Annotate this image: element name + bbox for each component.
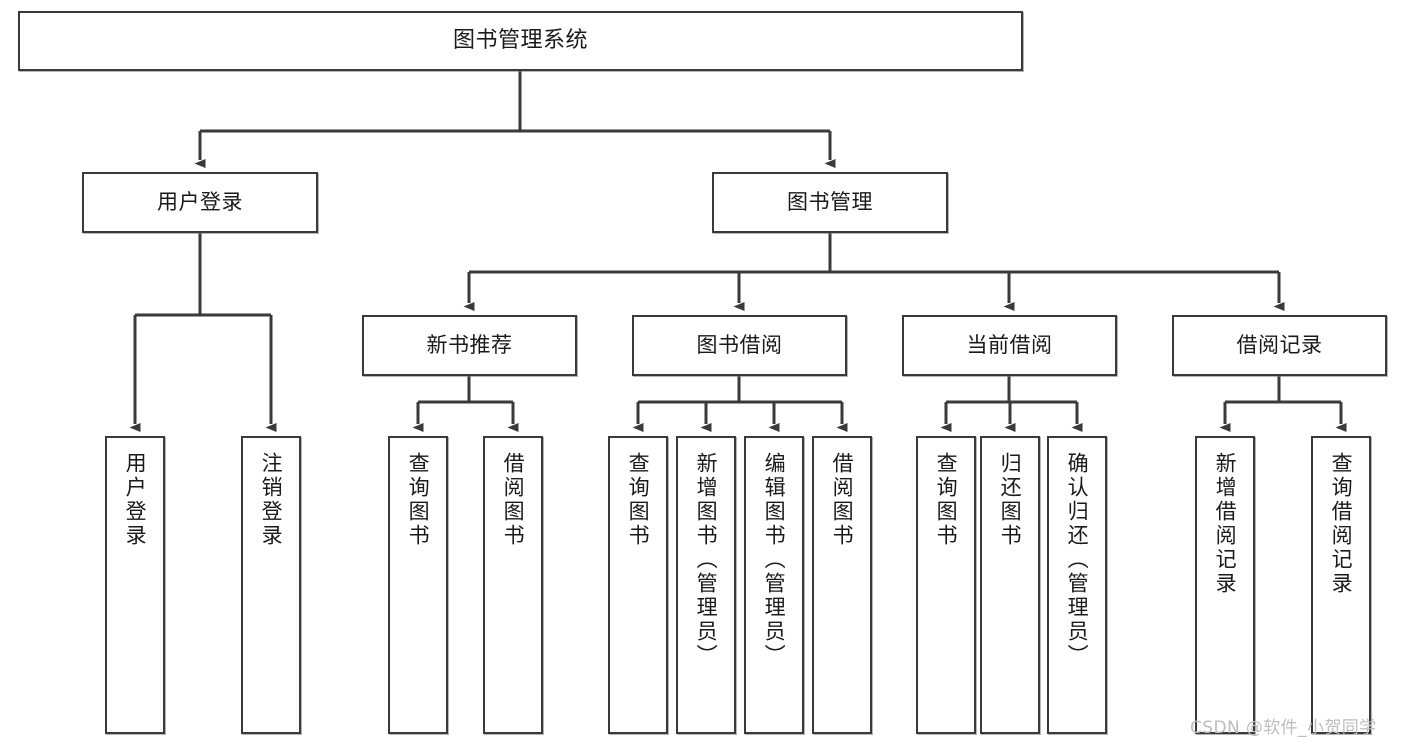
node-label: 查询图书 (406, 452, 431, 548)
node-label: 用户登录 (157, 190, 243, 215)
node-label: 图书管理 (787, 190, 873, 215)
node-book-management[interactable]: 图书管理 (712, 172, 948, 233)
leaf-user-login-logout[interactable]: 注销登录 (241, 436, 301, 734)
node-label: 图书管理系统 (452, 28, 588, 54)
leaf-new-book-query[interactable]: 查询图书 (388, 436, 448, 734)
node-label: 查询图书 (934, 452, 959, 548)
node-root-system[interactable]: 图书管理系统 (18, 11, 1023, 71)
node-label: 确认归还（管理员） (1065, 452, 1090, 668)
node-label: 注销登录 (259, 452, 284, 548)
node-label: 新书推荐 (426, 333, 513, 358)
node-label: 用户登录 (123, 452, 148, 548)
node-label: 查询借阅记录 (1329, 452, 1354, 596)
leaf-book-borrow-borrow[interactable]: 借阅图书 (812, 436, 872, 734)
node-label: 新增图书（管理员） (694, 452, 719, 668)
csdn-watermark: CSDN @软件_小贺同学 (1190, 718, 1377, 738)
leaf-current-borrow-confirm-return[interactable]: 确认归还（管理员） (1047, 436, 1107, 734)
leaf-borrow-records-query[interactable]: 查询借阅记录 (1311, 436, 1371, 734)
node-current-borrow[interactable]: 当前借阅 (902, 315, 1117, 376)
node-new-book-recommend[interactable]: 新书推荐 (362, 315, 577, 376)
leaf-borrow-records-add[interactable]: 新增借阅记录 (1195, 436, 1255, 734)
leaf-book-borrow-edit[interactable]: 编辑图书（管理员） (744, 436, 804, 734)
leaf-current-borrow-query[interactable]: 查询图书 (916, 436, 976, 734)
node-label: 借阅图书 (501, 452, 526, 548)
node-label: 归还图书 (998, 452, 1023, 548)
node-label: 当前借阅 (966, 333, 1053, 358)
leaf-new-book-borrow[interactable]: 借阅图书 (483, 436, 543, 734)
leaf-book-borrow-query[interactable]: 查询图书 (608, 436, 668, 734)
leaf-user-login-login[interactable]: 用户登录 (105, 436, 165, 734)
leaf-book-borrow-add[interactable]: 新增图书（管理员） (676, 436, 736, 734)
leaf-current-borrow-return[interactable]: 归还图书 (980, 436, 1040, 734)
node-label: 查询图书 (626, 452, 651, 548)
node-book-borrow[interactable]: 图书借阅 (632, 315, 847, 376)
node-label: 新增借阅记录 (1213, 452, 1238, 596)
node-label: 借阅图书 (830, 452, 855, 548)
node-borrow-records[interactable]: 借阅记录 (1172, 315, 1387, 376)
node-label: 借阅记录 (1236, 333, 1323, 358)
node-label: 编辑图书（管理员） (762, 452, 787, 668)
node-user-login[interactable]: 用户登录 (82, 172, 318, 233)
node-label: 图书借阅 (696, 333, 783, 358)
